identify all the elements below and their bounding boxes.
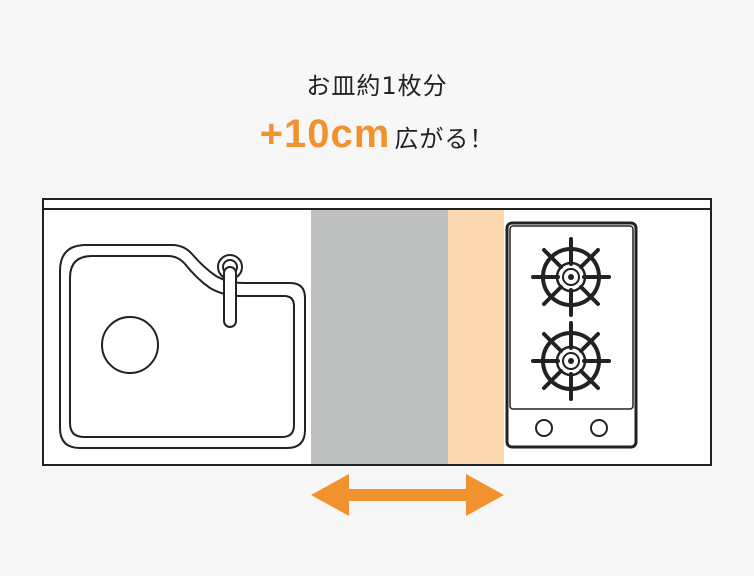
headline: お皿約1枚分 <box>306 72 448 100</box>
highlight-value: +10cm <box>259 112 391 156</box>
gas-burner-icon <box>531 237 611 317</box>
knob-icon <box>590 419 608 437</box>
gas-burner-icon <box>531 321 611 401</box>
workspace-area <box>311 210 448 464</box>
double-arrow-icon <box>311 474 504 516</box>
drain-icon <box>101 316 159 374</box>
knob-icon <box>535 419 553 437</box>
sink-icon <box>59 244 306 449</box>
highlight-suffix: 広がる！ <box>394 125 495 153</box>
counter-top-edge <box>42 198 712 210</box>
faucet-icon <box>217 254 243 328</box>
added-space-area <box>448 210 504 464</box>
